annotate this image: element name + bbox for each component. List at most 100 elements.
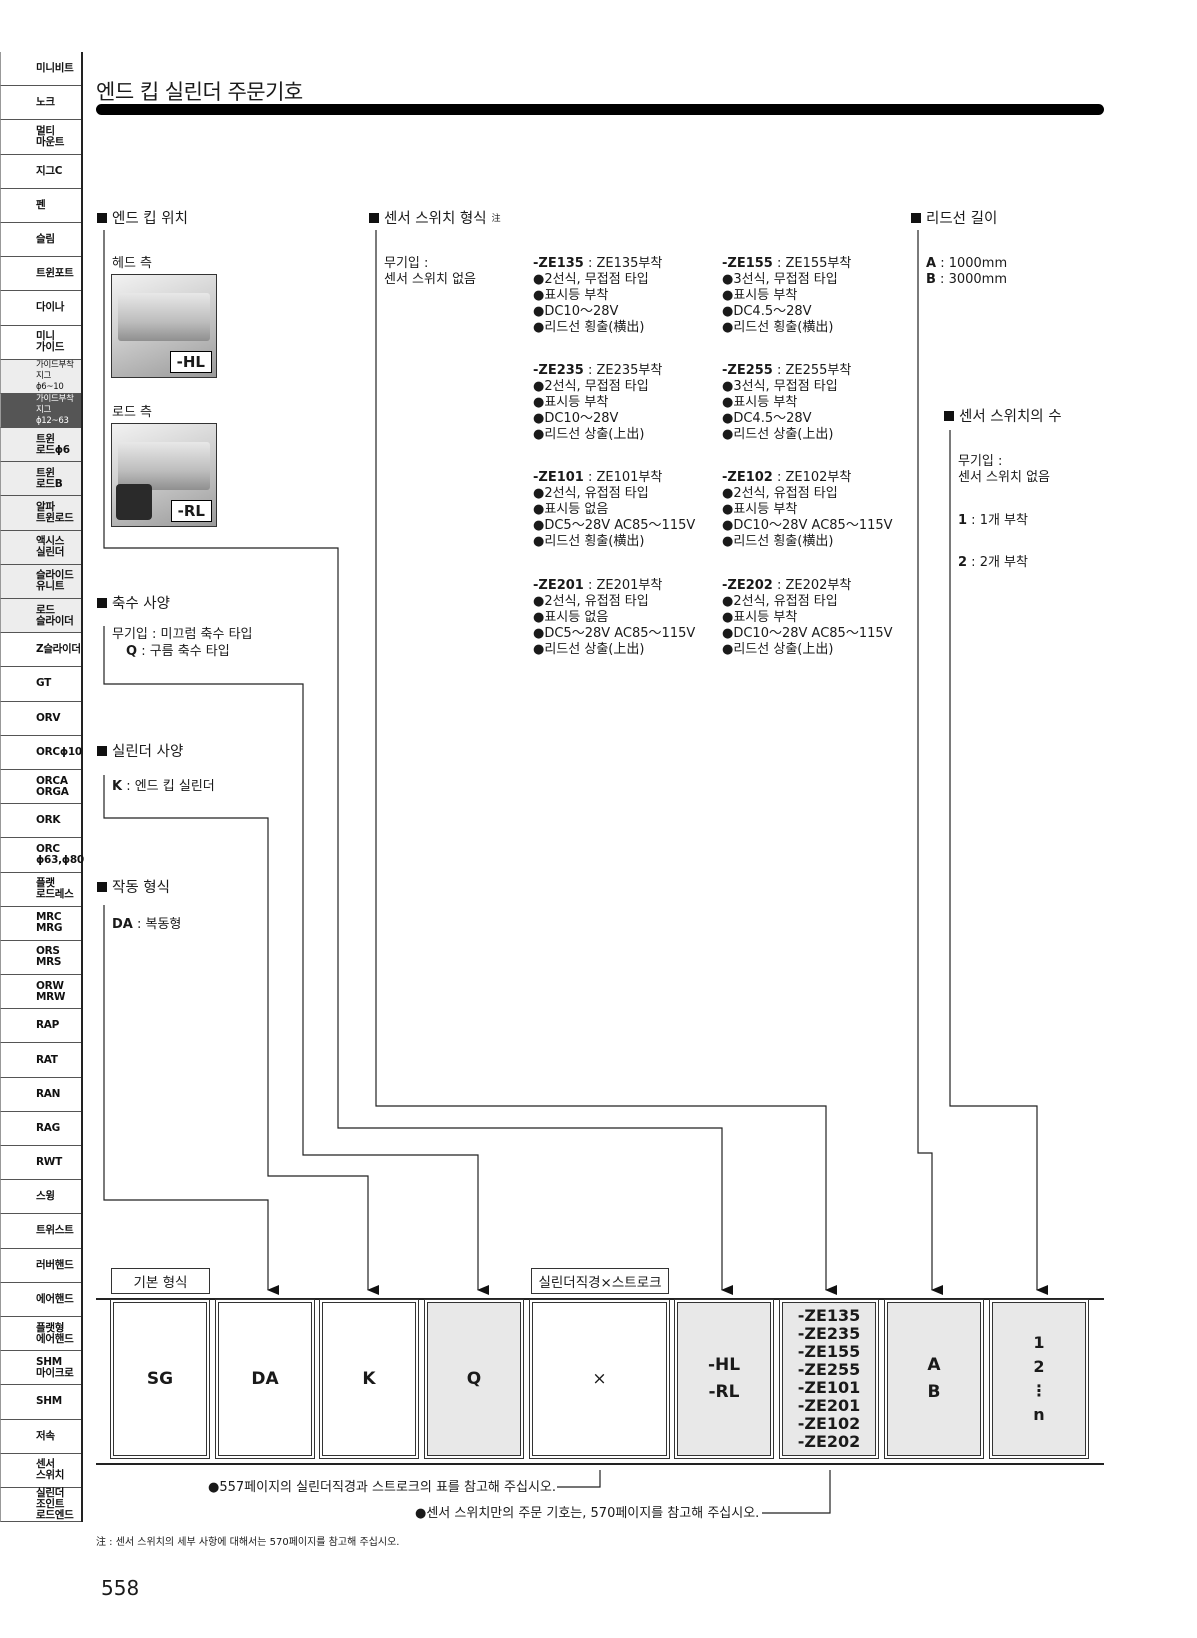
sensor-switch-heading: -ZE155 : ZE155부착 xyxy=(722,256,852,271)
sensor-switch-desc: ZE155부착 xyxy=(785,256,852,271)
sidebar-item[interactable]: 펜 xyxy=(0,188,81,223)
count-section-title: 센서 스위치의 수 xyxy=(944,405,1062,426)
sidebar-item[interactable]: RAP xyxy=(0,1009,81,1044)
sensor-switch-spec: ●표시등 부착 xyxy=(722,395,798,410)
cylinder-option-k: K : 엔드 킵 실린더 xyxy=(112,779,215,794)
sensor-switch-spec: ●DC10～28V xyxy=(533,411,619,426)
square-bullet-icon xyxy=(369,212,379,223)
sensor-switch-option: -ZE155 : ZE155부착●3선식, 무접점 타입●표시등 부착●DC4.… xyxy=(722,256,851,336)
bumper-section-title: 축수 사양 xyxy=(97,592,170,613)
sensor-switch-desc: ZE235부착 xyxy=(596,363,663,378)
sensor-switch-spec: ●리드선 상출(上出) xyxy=(722,642,834,657)
lead-option-b: B : 3000mm xyxy=(926,272,1007,287)
sidebar-item[interactable]: 알파 트윈로드 xyxy=(0,496,81,531)
sidebar-item[interactable]: 러버핸드 xyxy=(0,1248,81,1283)
sensor-switch-option: -ZE201 : ZE201부착●2선식, 유접점 타입●표시등 없음●DC5～… xyxy=(533,578,695,658)
sidebar-item[interactable]: MRC MRG xyxy=(0,906,81,941)
action-option-da: DA : 복동형 xyxy=(112,917,182,932)
sidebar-item[interactable]: 미니비트 xyxy=(0,52,81,87)
rod-side-photo: -RL xyxy=(111,423,217,527)
sensor-switch-spec: ●DC5～28V AC85～115V xyxy=(533,518,696,533)
sensor-switch-desc: ZE255부착 xyxy=(785,363,852,378)
sidebar-item[interactable]: 가이드부착지그 ϕ12~63 xyxy=(0,393,81,429)
sensor-switch-spec: ●표시등 없음 xyxy=(533,610,609,625)
sidebar-item[interactable]: SHM 마이크로 xyxy=(0,1351,81,1386)
sidebar-item[interactable]: 스윙 xyxy=(0,1180,81,1215)
sensor-switch-code: -ZE255 xyxy=(722,363,773,378)
sidebar-item[interactable]: 트윈 로드ϕ6 xyxy=(0,428,81,463)
sidebar-item[interactable]: 에어핸드 xyxy=(0,1282,81,1317)
sidebar-item[interactable]: RAG xyxy=(0,1111,81,1146)
cylinder-section-title: 실린더 사양 xyxy=(97,740,183,761)
square-bullet-icon xyxy=(97,881,107,892)
sensor-switch-spec: ●3선식, 무접점 타입 xyxy=(722,379,838,394)
end-keep-section-title: 엔드 킵 위치 xyxy=(97,207,188,228)
sidebar-item[interactable]: RAN xyxy=(0,1077,81,1112)
sidebar-item[interactable]: 미니 가이드 xyxy=(0,325,81,360)
sensor-switch-spec: ●리드선 횡출(横出) xyxy=(722,320,834,335)
sidebar-item[interactable]: SHM xyxy=(0,1385,81,1420)
sidebar-item[interactable]: 트윈포트 xyxy=(0,257,81,292)
sidebar-item[interactable]: 액시스 실린더 xyxy=(0,530,81,565)
sidebar-item[interactable]: Z슬라이더 xyxy=(0,633,81,668)
count-option-2: 2 : 2개 부착 xyxy=(958,555,1028,570)
sidebar-item[interactable]: ORCA ORGA xyxy=(0,769,81,805)
sidebar-item[interactable]: 슬라이드 유니트 xyxy=(0,564,81,599)
sidebar-item[interactable]: 로드 슬라이더 xyxy=(0,599,81,634)
sidebar-item[interactable]: 가이드부착지그 ϕ6~10 xyxy=(0,359,81,394)
sensor-switch-spec: ●2선식, 무접점 타입 xyxy=(533,272,649,287)
sidebar-item[interactable]: 저속 xyxy=(0,1419,81,1454)
sidebar-item[interactable]: 트위스트 xyxy=(0,1214,81,1249)
sensor-switch-code: -ZE155 xyxy=(722,256,773,271)
sensor-switch-spec: ●DC10～28V xyxy=(533,304,619,319)
sidebar-item[interactable]: GT xyxy=(0,667,81,702)
sidebar-item[interactable]: 센서 스위치 xyxy=(0,1453,81,1488)
sidebar-item[interactable]: ORC ϕ63,ϕ80 xyxy=(0,838,84,873)
sidebar-item[interactable]: 다이나 xyxy=(0,291,81,326)
sensor-switch-desc: ZE102부착 xyxy=(785,470,852,485)
order-box-count: 1 2 ⋮ n xyxy=(989,1299,1089,1459)
sidebar-item[interactable]: ORK xyxy=(0,804,81,839)
sensor-switch-heading: -ZE202 : ZE202부착 xyxy=(722,578,852,593)
sensor-switch-spec: ●2선식, 무접점 타입 xyxy=(533,379,649,394)
sidebar-item[interactable]: 지그C xyxy=(0,154,81,189)
square-bullet-icon xyxy=(97,212,107,223)
sensor-switch-spec: ●리드선 상출(上出) xyxy=(533,642,645,657)
bore-stroke-label: 실린더직경×스트로크 xyxy=(531,1268,669,1294)
lead-section-title: 리드선 길이 xyxy=(911,207,997,228)
sidebar-item[interactable]: 멀티 마운트 xyxy=(0,120,81,155)
lead-option-a: A : 1000mm xyxy=(926,256,1008,271)
sensor-switch-spec: ●리드선 횡출(横出) xyxy=(533,534,645,549)
sensor-switch-code: -ZE101 xyxy=(533,470,584,485)
sidebar-item[interactable]: 실린더 조인트 로드엔드 xyxy=(0,1487,81,1523)
sensor-switch-heading: -ZE102 : ZE102부착 xyxy=(722,470,852,485)
sidebar-item[interactable]: ORS MRS xyxy=(0,940,81,976)
sensor-switch-heading: -ZE201 : ZE201부착 xyxy=(533,578,663,593)
sidebar-item[interactable]: ORW MRW xyxy=(0,975,81,1010)
sensor-switch-desc: ZE101부착 xyxy=(596,470,663,485)
sensor-switch-spec: ●2선식, 유접점 타입 xyxy=(722,486,838,501)
sidebar-item[interactable]: ORV xyxy=(0,701,81,736)
rod-side-label: 로드 측 xyxy=(112,405,153,420)
sidebar-item[interactable]: RAT xyxy=(0,1043,81,1078)
footnote-bore-stroke: ●557페이지의 실린더직경과 스트로크의 표를 참고해 주십시오. xyxy=(208,1480,556,1495)
sensor-switch-spec: ●DC10～28V AC85～115V xyxy=(722,626,893,641)
bumper-option-none: 무기입 : 미끄럼 축수 타입 xyxy=(112,627,253,642)
sensor-switch-spec: ●2선식, 유접점 타입 xyxy=(533,594,649,609)
sensor-none-line1: 무기입 : xyxy=(384,256,429,271)
sidebar-item[interactable]: 플랫 로드레스 xyxy=(0,872,81,907)
sidebar-item[interactable]: RWT xyxy=(0,1146,81,1181)
order-box-sg: SG xyxy=(110,1299,210,1459)
sidebar-item[interactable]: 노크 xyxy=(0,86,81,121)
sidebar-item[interactable]: 플랫형 에어핸드 xyxy=(0,1316,81,1352)
action-section-title: 작동 형식 xyxy=(97,876,170,897)
sidebar-item[interactable]: 트윈 로드B xyxy=(0,462,81,497)
sensor-switch-desc: ZE202부착 xyxy=(785,578,852,593)
sidebar-item[interactable]: 슬림 xyxy=(0,222,81,258)
sensor-switch-spec: ●리드선 상출(上出) xyxy=(722,427,834,442)
order-box-lead: A B xyxy=(884,1299,984,1459)
sidebar-item[interactable]: ORCϕ10 xyxy=(0,735,82,770)
sensor-none-line2: 센서 스위치 없음 xyxy=(384,272,476,287)
